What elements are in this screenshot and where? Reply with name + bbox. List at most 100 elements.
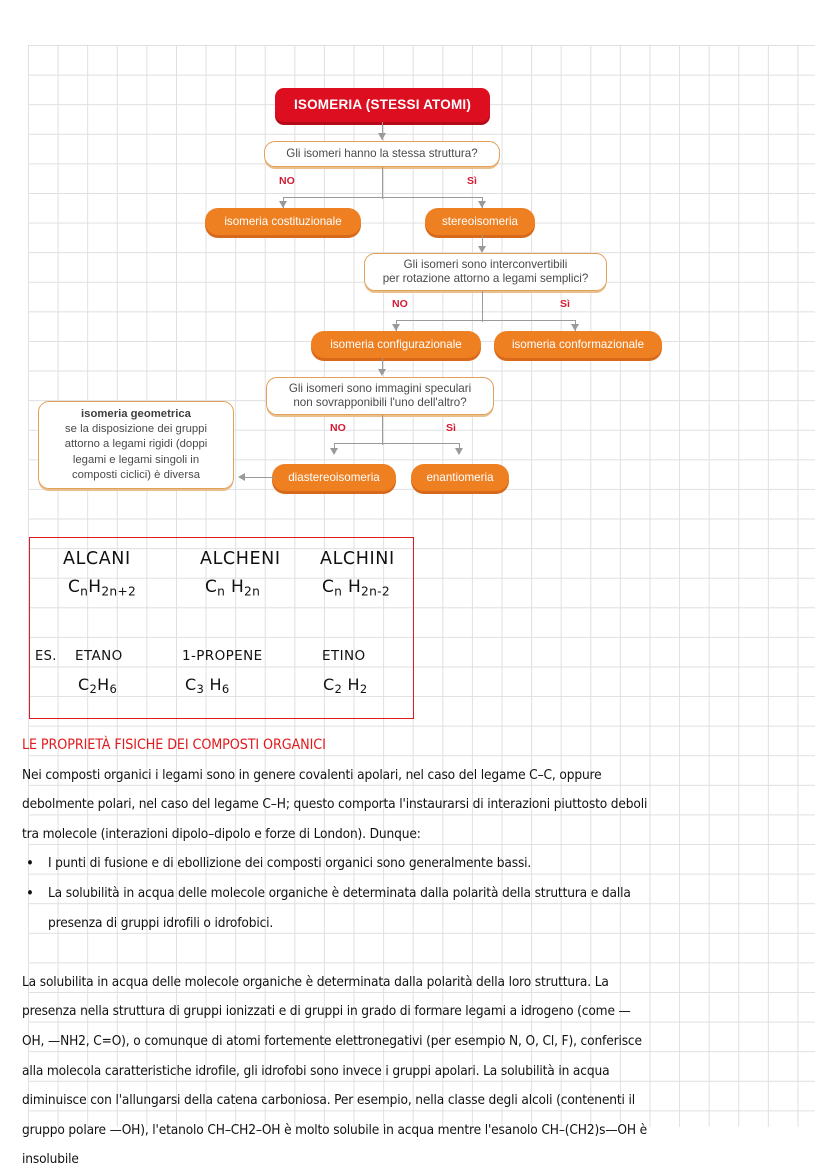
connector-q3-stem [382,415,384,445]
question-box-2: Gli isomeri sono interconvertibili per r… [364,253,607,291]
question-box-3-line2: non sovrapponibili l'uno dell'altro? [293,396,467,409]
label-q2-no: NO [392,298,408,310]
hw-col3-molecular-formula: C2 H2 [323,675,368,696]
paragraph-spacer [22,938,808,968]
question-box-2-line2: per rotazione attorno a legami semplici? [382,272,589,285]
note-line-2: attorno a legami rigidi (doppi [64,438,208,451]
hw-col2-heading: ALCHENI [200,549,281,569]
para2-line-3: OH, —NH2, C=O), o comunque di atomi fort… [22,1032,642,1049]
hw-col3-mol-c: C [323,675,335,694]
hw-col2-mol-h: H [209,675,222,694]
hw-col1-molecular-formula: C2H6 [78,675,117,696]
properties-bullet-list: I punti di fusione e di ebollizione dei … [22,849,808,908]
hw-col3-mol-c-sub: 2 [334,682,343,697]
hw-col1-general-formula: CnH2n+2 [68,577,136,598]
section-heading: LE PROPRIETÀ FISICHE DEI COMPOSTI ORGANI… [22,737,326,753]
node-stereoisomeria: stereoisomeria [425,208,535,235]
hw-col3-sub: 2n-2 [361,584,390,599]
handwritten-hydrocarbon-table: ALCANI ALCHENI ALCHINI CnH2n+2 Cn H2n Cn… [29,537,414,719]
intro-line-2: debolmente polari, nel caso del legame C… [22,796,648,813]
notes-text-body: LE PROPRIETÀ FISICHE DEI COMPOSTI ORGANI… [22,731,808,1175]
hw-col2-example-name: 1-PROPENE [182,648,263,664]
para2-line-1: La solubilita in acqua delle molecole or… [22,973,609,990]
hw-col1-c: C [68,577,81,597]
hw-col2-mol-h-sub: 6 [221,682,230,697]
connector-q2-stem [482,291,484,322]
hw-col1-mol-h: H [97,675,110,694]
node-isomeria-conformazionale: isomeria conformazionale [494,331,662,358]
hw-col1-mol-h-sub: 6 [109,682,118,697]
hw-col1-mol-c: C [78,675,90,694]
connector-stereo-to-q2 [482,235,484,251]
flowchart-title-box: ISOMERIA (STESSI ATOMI) [275,88,490,122]
question-box-3: Gli isomeri sono immagini speculari non … [266,377,494,415]
note-title: isomeria geometrica [81,408,191,421]
note-line-3: legami e legami singoli in [72,453,200,466]
para2-line-6: gruppo polare —OH), l'etanolo CH–CH2–OH … [22,1121,648,1138]
connector-title-to-q1 [382,122,384,140]
node-isomeria-configurazionale: isomeria configurazionale [311,331,481,358]
arrow-diastereo-to-note [238,473,245,481]
connector-config-to-q3 [382,358,384,374]
para2-line-7: insolubile [22,1151,79,1168]
hw-col3-n: n [334,584,343,599]
hw-col2-general-formula: Cn H2n [205,577,260,598]
arrow-config-to-q3 [378,369,386,376]
arrow-q2-si [571,324,579,331]
arrow-q1-no [279,201,287,208]
hw-col1-example-name: ETANO [75,648,123,664]
para2-line-5: diminuisce con l'allungarsi della catena… [22,1092,635,1109]
node-diastereoisomeria: diastereoisomeria [272,464,396,491]
para2-line-2: presenza nella struttura di gruppi ioniz… [22,1003,631,1020]
arrow-title-to-q1 [378,133,386,140]
connector-q2-bar [396,320,576,322]
note-line-4: composti ciclici) è diversa [71,468,201,481]
hw-col2-h: H [230,577,245,597]
question-box-3-line1: Gli isomeri sono immagini speculari [288,382,472,396]
hw-col2-n: n [217,584,226,599]
connector-q1-bar [283,197,483,199]
arrow-q1-si [478,201,486,208]
question-box-2-line1: Gli isomeri sono interconvertibili [403,258,568,272]
arrow-stereo-to-q2 [478,246,486,253]
hw-col1-sub: 2n+2 [101,584,137,599]
note-isomeria-geometrica: isomeria geometrica se la disposizione d… [38,401,234,489]
hw-col1-n: n [80,584,89,599]
question-box-1: Gli isomeri hanno la stessa struttura? [264,141,500,167]
label-q2-si: Sì [560,298,570,310]
connector-diastereo-to-note [245,477,275,479]
label-q1-si: Sì [467,175,477,187]
bullet2-continuation: presenza di gruppi idrofili o idrofobici… [48,914,274,931]
hw-col1-heading: ALCANI [63,549,131,569]
arrow-q3-no [330,448,338,455]
list-item: I punti di fusione e di ebollizione dei … [22,849,808,879]
hw-col1-mol-c-sub: 2 [89,682,98,697]
hw-col2-mol-c: C [185,675,197,694]
arrow-q2-no [392,324,400,331]
hw-col3-heading: ALCHINI [320,549,395,569]
note-line-1: se la disposizione dei gruppi [65,423,207,436]
hw-col2-sub: 2n [244,584,261,599]
node-isomeria-costituzionale: isomeria costituzionale [205,208,361,235]
connector-q3-bar [334,443,460,445]
label-q3-no: NO [330,422,346,434]
hw-col1-h: H [88,577,102,597]
hw-col2-mol-c-sub: 3 [196,682,205,697]
node-enantiomeria: enantiomeria [411,464,509,491]
hw-col3-h: H [347,577,362,597]
hw-col3-example-name: ETINO [322,648,366,664]
label-q3-si: Sì [446,422,456,434]
hw-col3-mol-h-sub: 2 [359,682,368,697]
intro-line-3: tra molecole (interazioni dipolo–dipolo … [22,825,421,842]
arrow-q3-si [455,448,463,455]
hw-col3-mol-h: H [347,675,360,694]
hw-col3-general-formula: Cn H2n-2 [322,577,390,598]
hw-col2-c: C [205,577,218,597]
label-q1-no: NO [279,175,295,187]
intro-line-1: Nei composti organici i legami sono in g… [22,766,602,783]
hw-col3-c: C [322,577,335,597]
list-item: La solubilità in acqua delle molecole or… [22,879,808,909]
hw-example-label: ES. [35,649,57,664]
para2-line-4: alla molecola caratteristiche idrofile, … [22,1062,610,1079]
